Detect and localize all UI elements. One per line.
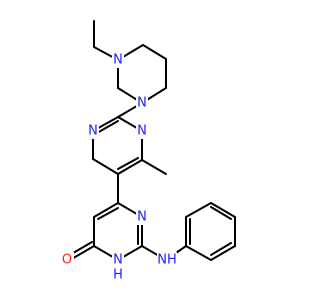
atom-symbol: N xyxy=(137,210,147,225)
atom-nh-anilino: NH xyxy=(157,252,177,268)
atom-symbol: N xyxy=(88,124,98,139)
molecule-structure: N N N N N N H NH O xyxy=(62,20,236,283)
atom-symbol: O xyxy=(62,253,72,268)
atom-symbol: N xyxy=(113,53,123,68)
atom-n-pyrimidine-3: N xyxy=(136,123,148,139)
atom-labels: N N N N N N H NH O xyxy=(62,52,177,283)
atom-n-pyrimidine-1: N xyxy=(87,123,99,139)
bond xyxy=(92,158,119,175)
bond xyxy=(185,202,212,218)
atom-symbol: NH xyxy=(157,253,177,268)
atom-symbol: N xyxy=(137,96,147,111)
atom-n-pyrimidinone-1: N H xyxy=(112,252,124,283)
bond xyxy=(210,202,236,218)
bond xyxy=(210,245,236,261)
atom-n-pyrimidinone-3: N xyxy=(136,209,148,225)
bond xyxy=(185,245,212,261)
atom-symbol: N xyxy=(137,124,147,139)
atom-n-piperazine-4: N xyxy=(112,52,124,68)
bond xyxy=(142,44,167,60)
atom-symbol: N xyxy=(113,253,123,268)
bond xyxy=(96,120,119,134)
atom-n-piperazine-1: N xyxy=(136,95,148,111)
atom-o-carbonyl: O xyxy=(62,252,74,268)
bond xyxy=(97,207,119,220)
bond xyxy=(210,242,232,256)
atom-hydrogen: H xyxy=(113,268,123,283)
bond xyxy=(141,159,167,175)
bond xyxy=(117,159,143,175)
bond xyxy=(93,202,119,218)
bonds xyxy=(67,20,236,261)
bond xyxy=(210,206,232,220)
bond xyxy=(117,157,139,170)
